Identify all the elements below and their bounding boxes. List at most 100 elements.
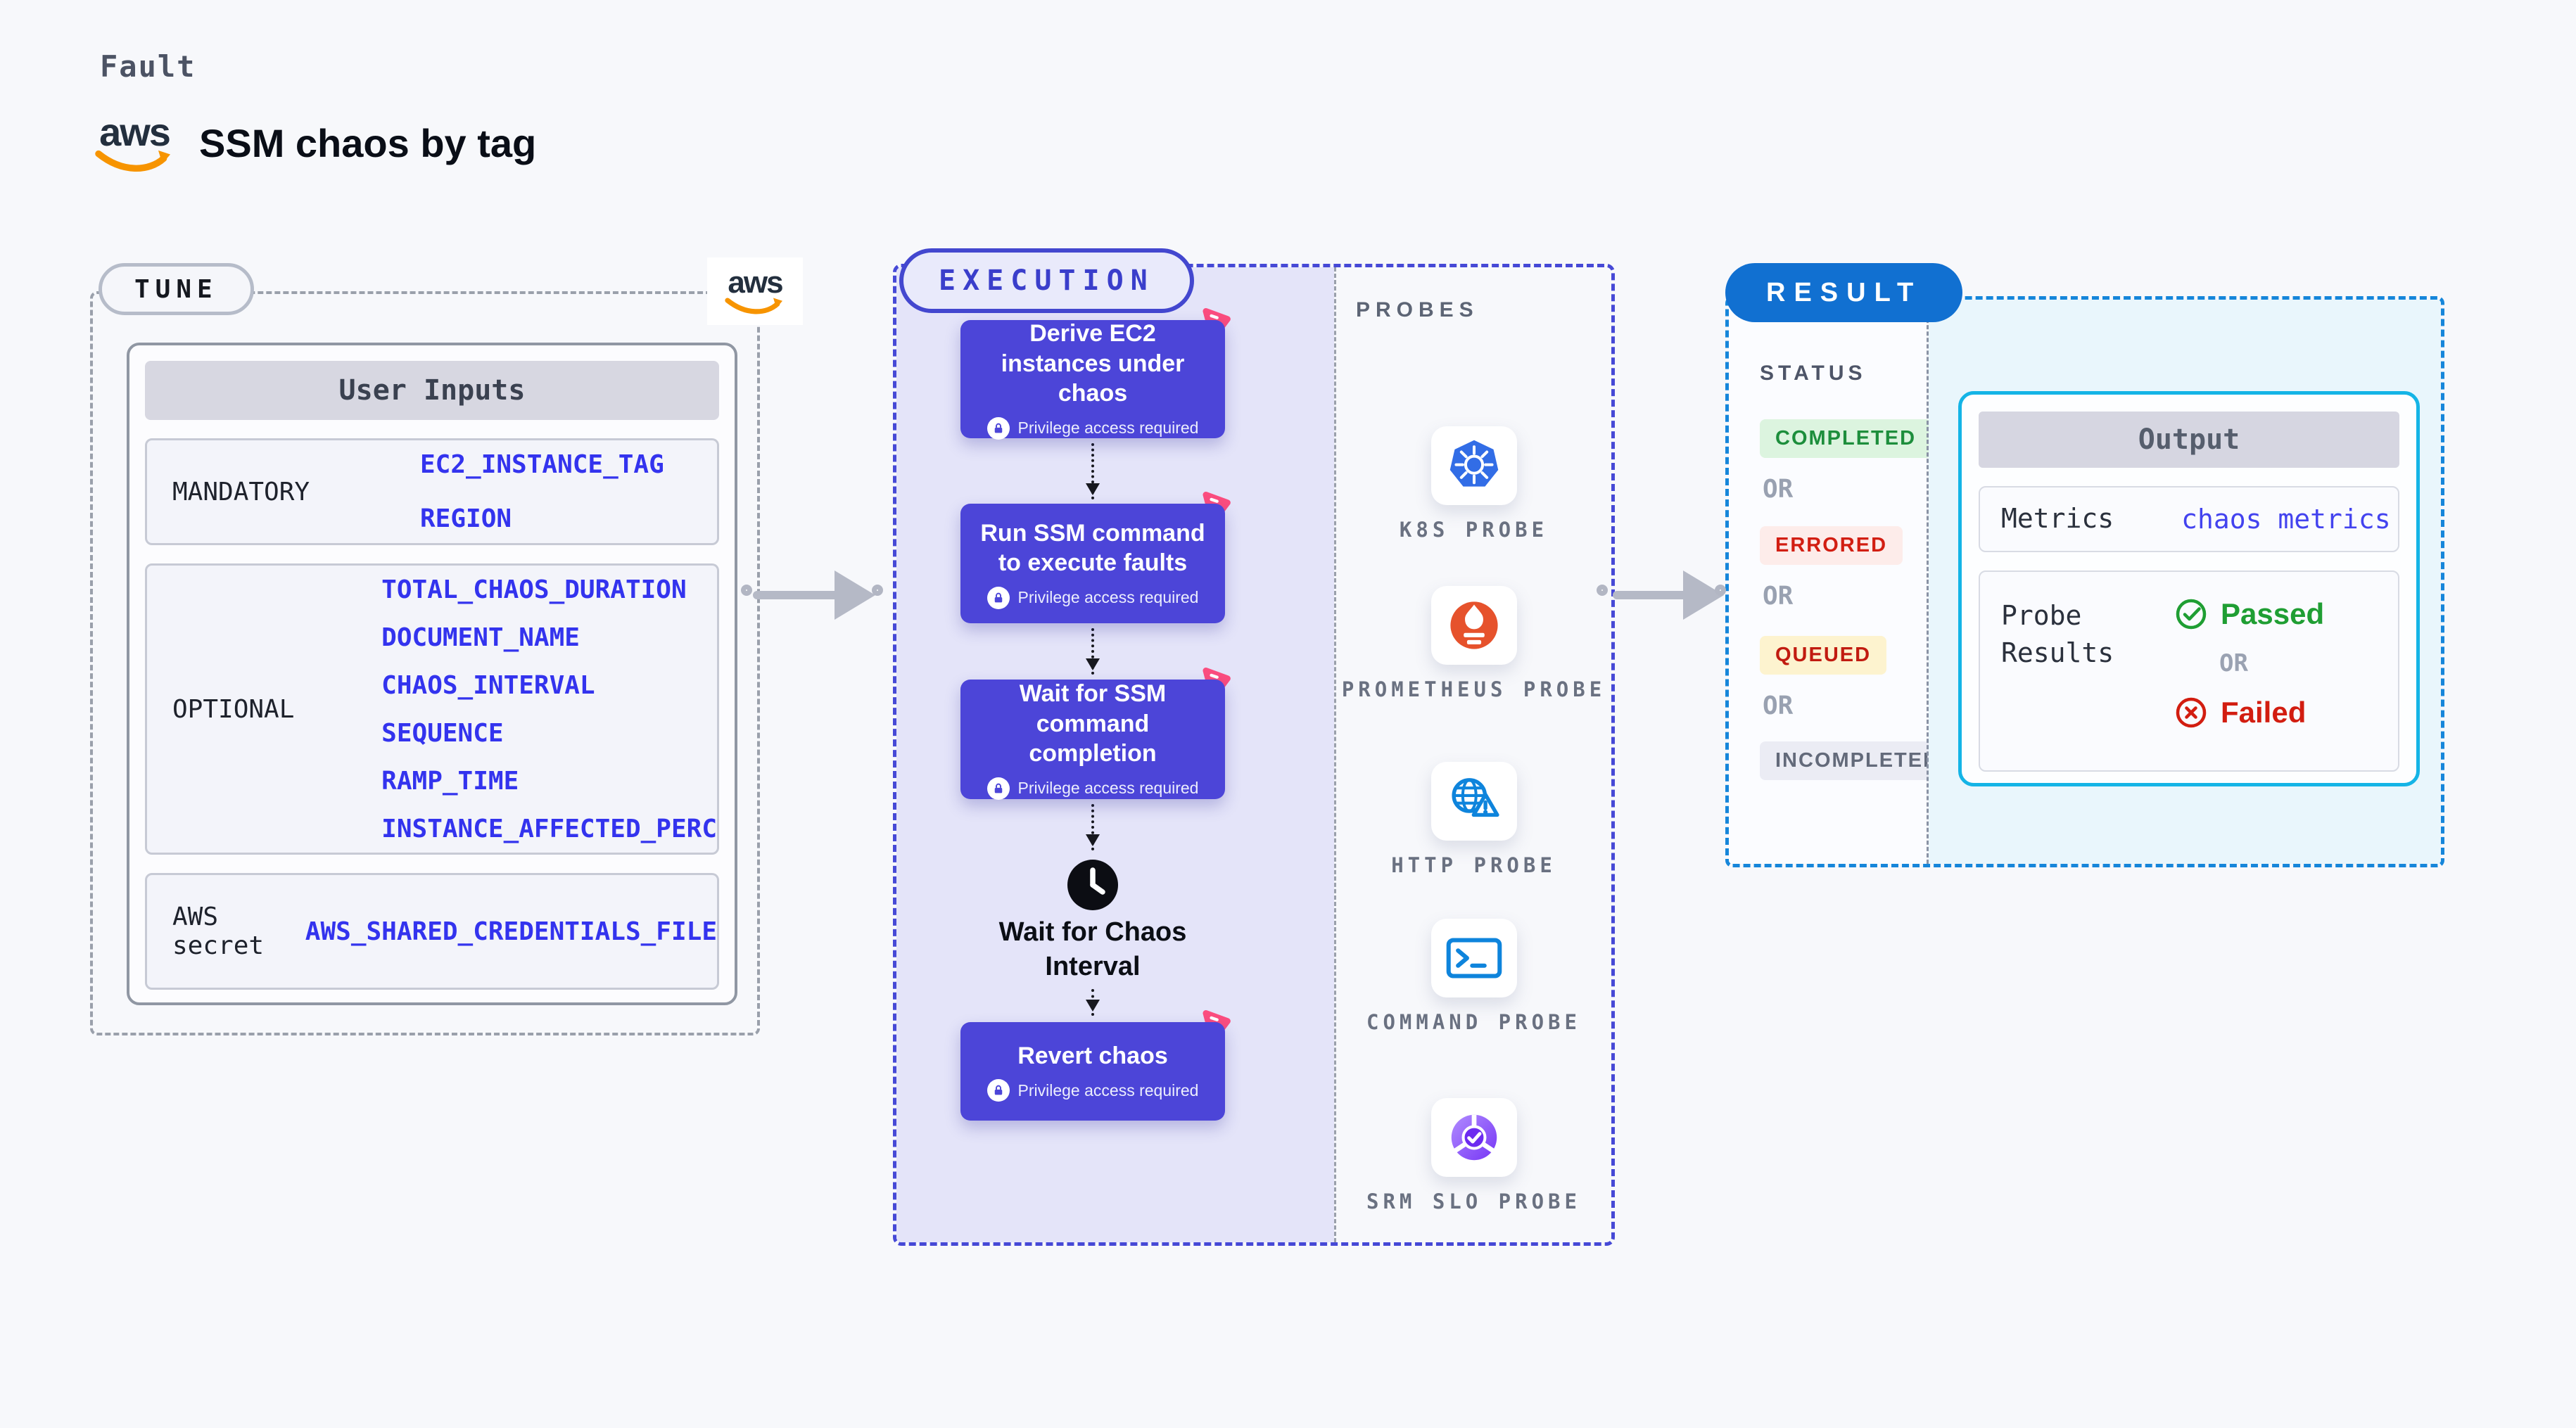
- row-label: MANDATORY: [172, 477, 310, 506]
- table-row-mandatory: MANDATORY EC2_INSTANCE_TAG REGION: [145, 438, 719, 545]
- step-title: Revert chaos: [1017, 1042, 1168, 1069]
- result-section-box: STATUS COMPLETED OR ERRORED OR QUEUED OR…: [1725, 296, 2444, 867]
- input-variable: RAMP_TIME: [381, 766, 519, 796]
- probe-icon-card: [1430, 586, 1517, 665]
- connector-port: [1597, 585, 1608, 596]
- probe-item-http: HTTP PROBE: [1336, 762, 1611, 879]
- or-label: OR: [1763, 582, 1794, 611]
- probe-item-k8s: K8S PROBE: [1336, 426, 1611, 544]
- output-card: Output Metrics chaos metrics Probe Resul…: [1958, 391, 2420, 786]
- row-values: TOTAL_CHAOS_DURATION DOCUMENT_NAME CHAOS…: [381, 575, 717, 843]
- input-variable: DOCUMENT_NAME: [381, 623, 580, 652]
- or-label: OR: [1763, 691, 1794, 720]
- status-column: STATUS COMPLETED OR ERRORED OR QUEUED OR…: [1729, 300, 1955, 864]
- fault-eyebrow: Fault: [100, 49, 196, 84]
- connector-port: [741, 585, 752, 596]
- tune-badge: TUNE: [99, 263, 254, 315]
- status-badge-incompleted: INCOMPLETED: [1760, 741, 1955, 780]
- connector-port: [872, 585, 883, 596]
- input-variable: AWS_SHARED_CREDENTIALS_FILE: [305, 917, 717, 946]
- page-title: SSM chaos by tag: [199, 120, 537, 165]
- probe-results-label: Probe Results: [2001, 600, 2114, 669]
- title-row: aws SSM chaos by tag: [94, 113, 536, 173]
- status-heading: STATUS: [1760, 362, 1867, 385]
- row-label: AWS secret: [172, 903, 265, 960]
- slo-donut-check-icon: [1451, 1114, 1497, 1161]
- probe-item-prometheus: PROMETHEUS PROBE: [1336, 586, 1611, 703]
- kubernetes-icon: [1449, 440, 1498, 487]
- verdict-passed: Passed: [2174, 597, 2324, 631]
- input-variable: EC2_INSTANCE_TAG: [420, 450, 664, 479]
- lock-icon: [986, 416, 1010, 440]
- input-variable: TOTAL_CHAOS_DURATION: [381, 575, 687, 604]
- probes-panel: PROBES K8S PROBE: [1334, 267, 1611, 1242]
- prometheus-icon: [1449, 601, 1498, 649]
- probe-verdicts: Passed OR Failed: [2174, 597, 2324, 729]
- result-badge: RESULT: [1725, 263, 1963, 322]
- flow-arrow-down: [1086, 443, 1100, 499]
- execution-badge: EXECUTION: [899, 248, 1194, 313]
- aws-logo: aws: [94, 113, 175, 173]
- tune-section-box: [90, 291, 760, 1035]
- status-badge-queued: QUEUED: [1760, 636, 1887, 675]
- connector-arrowhead: [835, 570, 875, 620]
- table-title: User Inputs: [145, 361, 719, 420]
- flow-arrow-down: [1086, 628, 1100, 675]
- status-badge-completed: COMPLETED: [1760, 419, 1932, 458]
- wait-chaos-interval-label: Wait for Chaos Interval: [998, 917, 1187, 982]
- or-label: OR: [2219, 649, 2248, 677]
- probe-icon-card: [1430, 762, 1517, 841]
- step-card-bg: [960, 1022, 1225, 1121]
- probe-label: PROMETHEUS PROBE: [1341, 677, 1606, 701]
- probe-label: K8S PROBE: [1399, 518, 1549, 542]
- execution-flow-panel: Derive EC2 instances under chaos Privile…: [896, 267, 1334, 1242]
- probe-label: HTTP PROBE: [1391, 853, 1556, 877]
- table-row-optional: OPTIONAL TOTAL_CHAOS_DURATION DOCUMENT_N…: [145, 563, 719, 855]
- user-inputs-table: User Inputs MANDATORY EC2_INSTANCE_TAG R…: [127, 343, 737, 1005]
- row-values: EC2_INSTANCE_TAG REGION: [420, 450, 664, 533]
- status-badge-errored: ERRORED: [1760, 526, 1903, 565]
- terminal-icon: [1446, 938, 1502, 978]
- lock-icon: [986, 586, 1010, 609]
- probe-label: COMMAND PROBE: [1366, 1010, 1581, 1034]
- step-title: Derive EC2 instances under chaos: [1001, 320, 1185, 407]
- verdict-failed: Failed: [2174, 696, 2324, 729]
- aws-corner-logo: aws: [707, 257, 803, 325]
- input-variable: SEQUENCE: [381, 718, 504, 748]
- input-variable: CHAOS_INTERVAL: [381, 670, 595, 700]
- step-card-revert-chaos: Revert chaos Privilege access required: [960, 1009, 1231, 1121]
- clock-icon: [1067, 860, 1118, 910]
- lock-icon: [986, 1079, 1010, 1102]
- x-circle-icon: [2176, 697, 2207, 728]
- metrics-label: Metrics: [2001, 503, 2114, 535]
- or-label: OR: [1763, 475, 1794, 504]
- connector-line: [1613, 591, 1687, 599]
- table-row-aws-secret: AWS secret AWS_SHARED_CREDENTIALS_FILE: [145, 873, 719, 990]
- probe-item-command: COMMAND PROBE: [1336, 919, 1611, 1036]
- step-card-wait-ssm-completion: Wait for SSM command completion Privileg…: [960, 667, 1231, 800]
- connector-port: [1715, 585, 1726, 596]
- privilege-label: Privilege access required: [1017, 588, 1199, 606]
- chaos-metrics-link[interactable]: chaos metrics: [2181, 504, 2391, 535]
- input-variable: INSTANCE_AFFECTED_PERC: [381, 814, 717, 843]
- connector-line: [753, 591, 839, 599]
- flow-arrow-down: [1086, 989, 1100, 1016]
- probe-label: SRM SLO PROBE: [1366, 1190, 1581, 1213]
- probe-item-srm-slo: SRM SLO PROBE: [1336, 1098, 1611, 1216]
- aws-smile-icon: [95, 150, 170, 172]
- privilege-label: Privilege access required: [1017, 779, 1199, 798]
- row-values: AWS_SHARED_CREDENTIALS_FILE: [305, 917, 717, 946]
- probe-icon-card: [1430, 919, 1517, 997]
- aws-wordmark: aws: [728, 265, 783, 300]
- aws-smile-icon: [725, 298, 782, 314]
- step-title: Run SSM command to execute faults: [980, 519, 1205, 577]
- step-title: Wait for SSM command completion: [1019, 680, 1167, 767]
- step-card-run-ssm-command: Run SSM command to execute faults Privil…: [960, 491, 1231, 623]
- metrics-row: Metrics chaos metrics: [1979, 486, 2399, 552]
- failed-label: Failed: [2221, 696, 2307, 729]
- http-globe-warning-icon: [1451, 778, 1499, 817]
- execution-section-box: Derive EC2 instances under chaos Privile…: [893, 264, 1615, 1246]
- step-card-derive-instances: Derive EC2 instances under chaos Privile…: [960, 307, 1231, 440]
- privilege-note: Privilege access required: [986, 416, 1198, 440]
- probes-heading: PROBES: [1356, 298, 1479, 321]
